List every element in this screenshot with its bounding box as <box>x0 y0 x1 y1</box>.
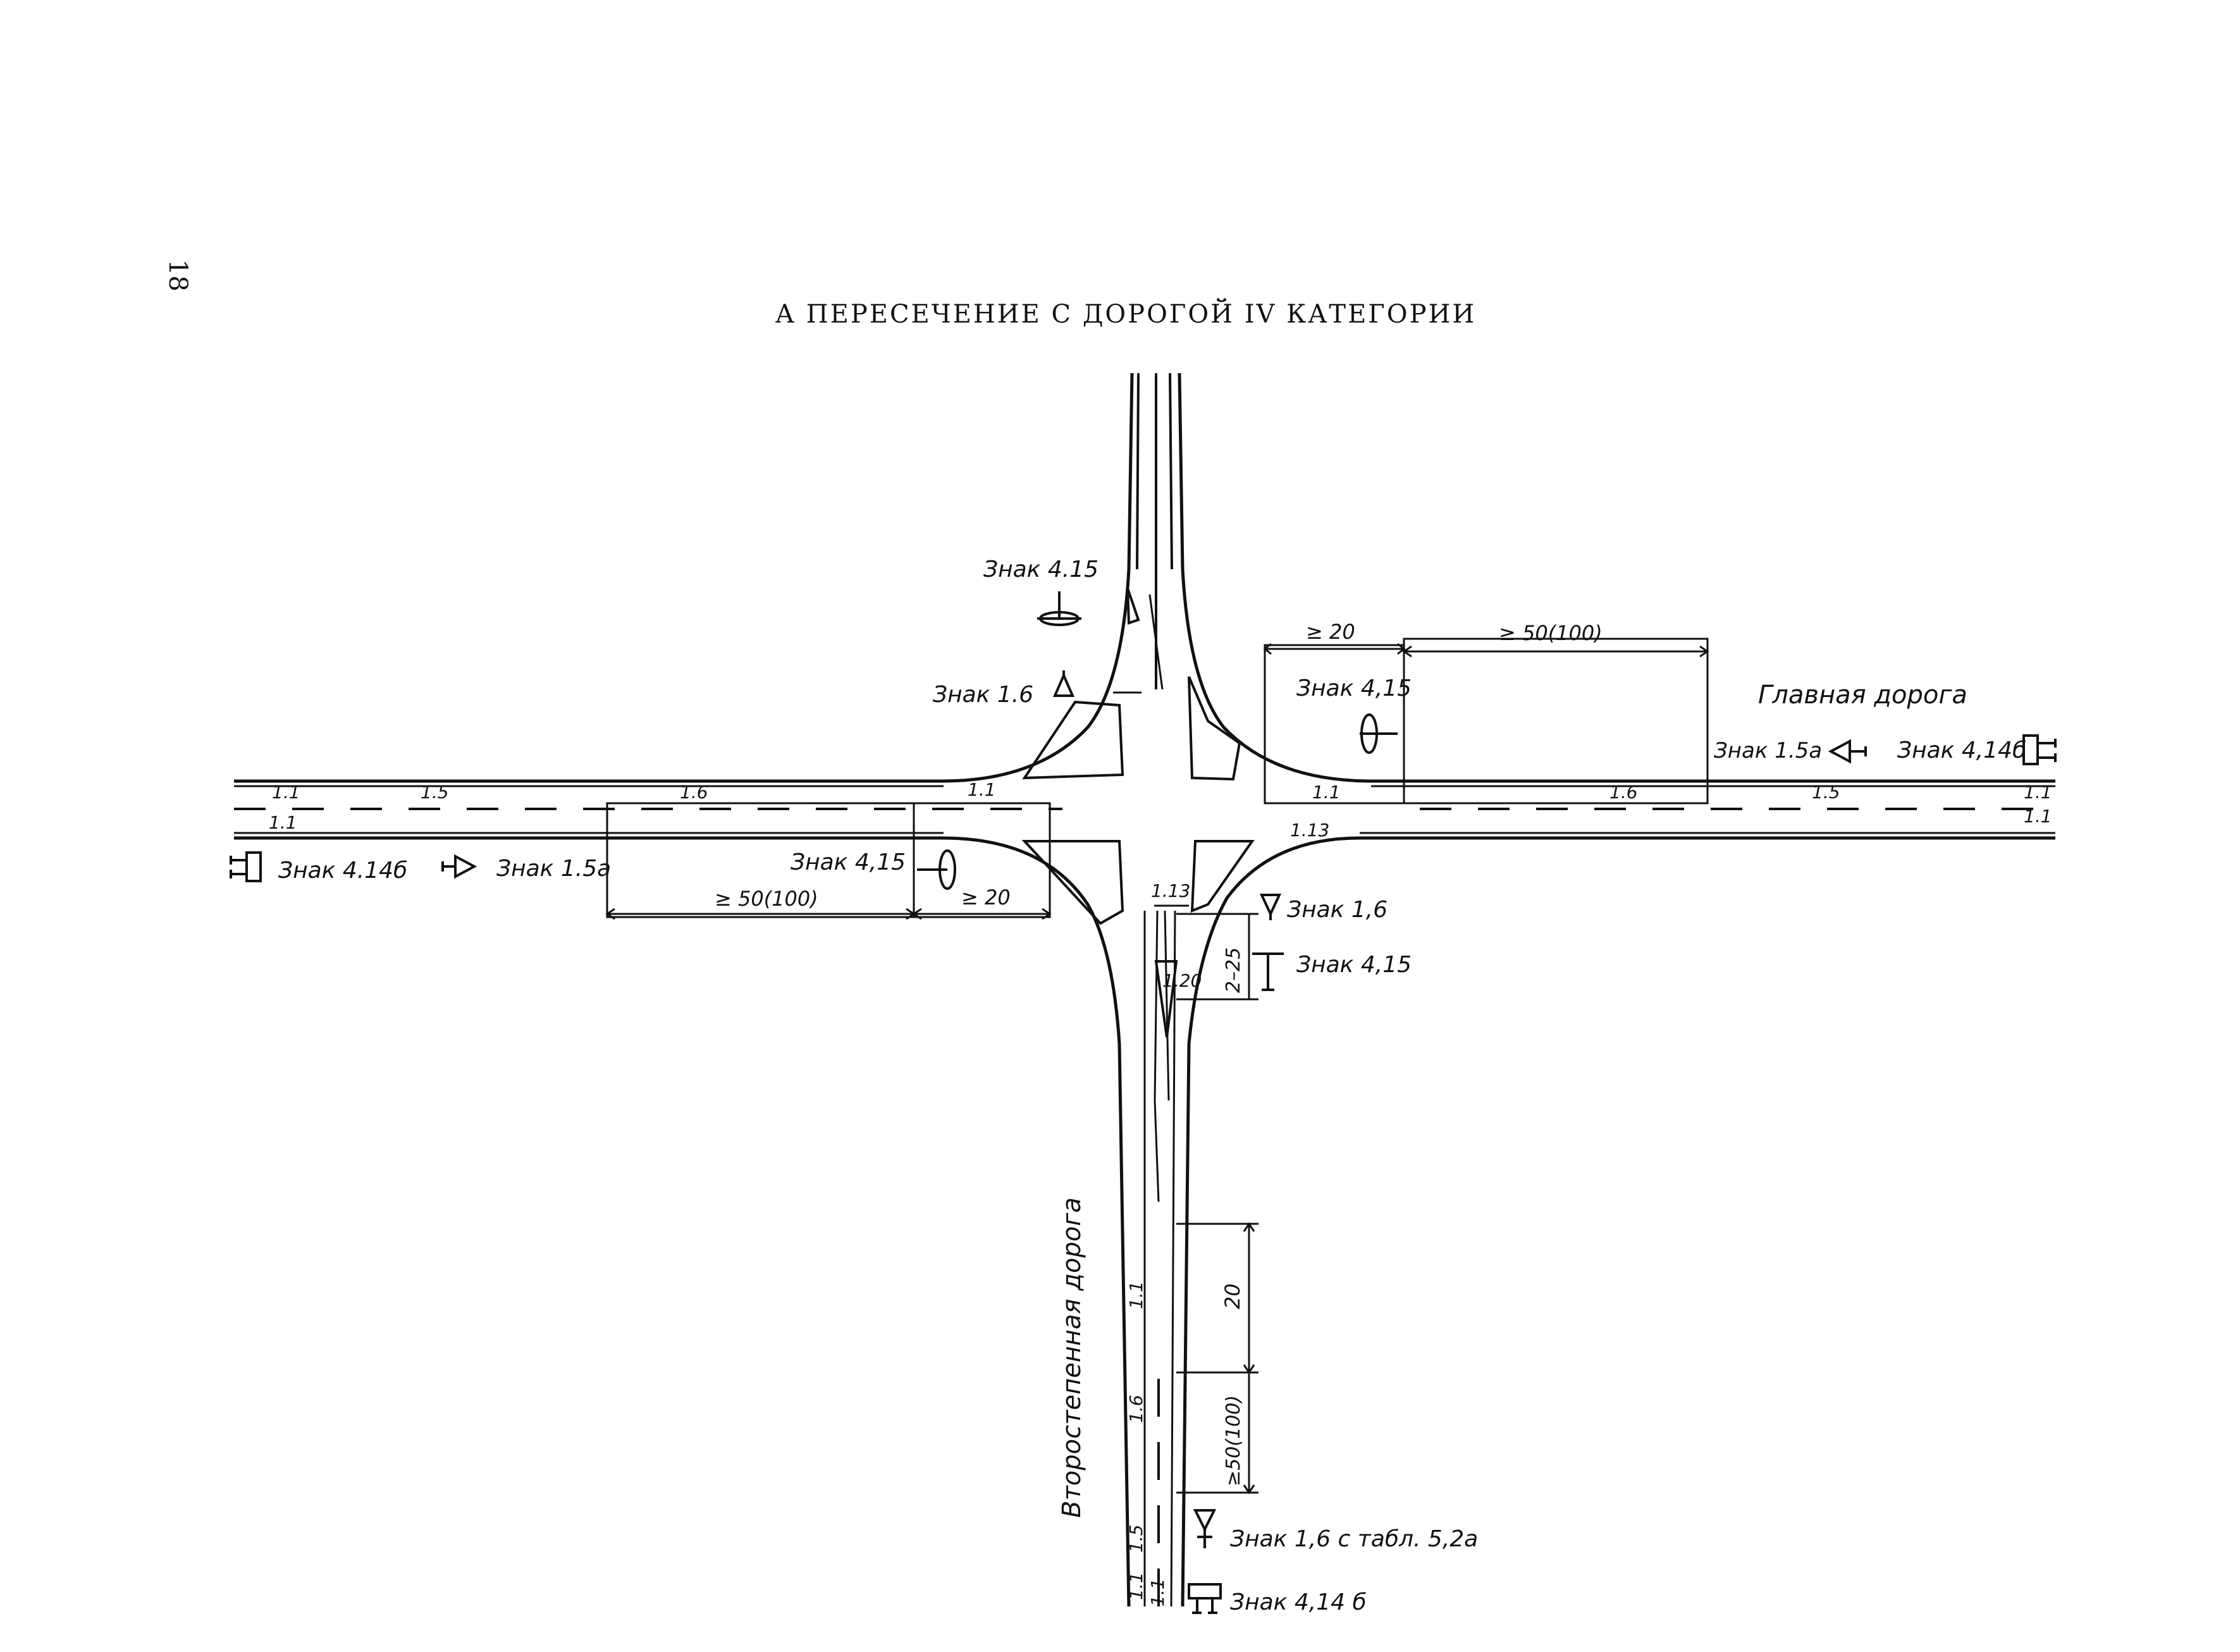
page-number: 18 <box>163 259 192 292</box>
corner-islands <box>1021 676 1255 925</box>
sign-label-left-414b: Знак 4.14б <box>278 858 407 884</box>
marking-label: 1.1 <box>1312 782 1341 803</box>
sign-16-tab-icon <box>1193 1509 1217 1548</box>
sign-label-top-16: Знак 1.6 <box>933 682 1033 708</box>
sign-414b-bottom-icon <box>1188 1583 1222 1614</box>
sign-label-bottom-16: Знак 1,6 <box>1287 897 1388 923</box>
dimension-lines <box>605 638 1709 1495</box>
sign-label-bottom-414b: Знак 4,14 б <box>1230 1589 1367 1615</box>
sign-16-top-icon <box>1052 670 1075 697</box>
sign-15a-left-icon <box>441 854 477 879</box>
sign-415-bottom-icon <box>1252 952 1284 991</box>
sign-15a-right-icon <box>1828 739 1867 764</box>
marking-label: 1.1 <box>2024 806 2052 827</box>
dim-label-v20: 20 <box>1221 1283 1245 1309</box>
sign-label-bottom-16-tab: Знак 1,6 с табл. 5,2а <box>1230 1526 1478 1552</box>
sign-415-right-icon <box>1360 713 1398 754</box>
marking-label: 1.13 <box>1290 820 1329 841</box>
sign-414b-left-icon <box>230 851 262 882</box>
sign-label-bottom-415: Знак 4,15 <box>1296 952 1412 978</box>
sign-16-bottom-icon <box>1259 894 1282 920</box>
sign-415-top-icon <box>1037 591 1081 626</box>
marking-label: 1.6 <box>1126 1395 1147 1423</box>
dim-label-ge50-right: ≥ 50(100) <box>1499 621 1603 645</box>
marking-label: 1.6 <box>680 782 708 803</box>
marking-label: 1.5 <box>421 782 449 803</box>
sign-label-left-415: Знак 4,15 <box>791 849 906 875</box>
marking-label: 1.1 <box>272 782 300 803</box>
sign-symbols <box>230 591 2057 1614</box>
dim-label-ge20-left: ≥ 20 <box>961 885 1011 909</box>
marking-label: 1.20 <box>1162 970 1202 991</box>
marking-label: 1.5 <box>1126 1524 1147 1553</box>
dim-label-ge50-left: ≥ 50(100) <box>715 887 818 911</box>
marking-label: 1.1 <box>968 779 996 800</box>
dim-label-v50: ≥50(100) <box>1222 1395 1245 1486</box>
sign-label-right-414b: Знак 4,14б <box>1897 737 2026 763</box>
marking-label: 1.13 <box>1151 880 1190 901</box>
main-road <box>234 373 2055 1607</box>
secondary-road <box>1126 373 1178 1607</box>
dim-label-ge20-right: ≥ 20 <box>1306 620 1355 644</box>
marking-label: 1.6 <box>1609 782 1638 803</box>
sign-414b-right-icon <box>2022 734 2057 765</box>
marking-label: 1.1 <box>1147 1578 1168 1606</box>
dim-label-range-225: 2–25 <box>1222 947 1245 993</box>
marking-label: 1.1 <box>269 812 297 833</box>
sign-label-left-15a: Знак 1.5а <box>496 856 611 882</box>
sign-label-right-415: Знак 4,15 <box>1296 675 1412 701</box>
secondary-road-label: Второстепенная дорога <box>1057 1197 1086 1518</box>
marking-labels: 1.1 1.5 1.6 1.1 1.1 1.1 1.6 1.5 1.1 1.1 … <box>269 779 2052 1606</box>
marking-label: 1.1 <box>1126 1572 1147 1600</box>
marking-label: 1.1 <box>1126 1281 1147 1309</box>
main-road-label: Главная дорога <box>1758 681 1967 710</box>
sign-label-top-415: Знак 4.15 <box>983 557 1098 583</box>
page-title: А ПЕРЕСЕЧЕНИЕ С ДОРОГОЙ IV КАТЕГОРИИ <box>775 299 1477 329</box>
sign-415-left-icon <box>917 849 956 890</box>
sign-label-right-15a: Знак 1.5а <box>1714 738 1822 763</box>
marking-label: 1.5 <box>1812 782 1840 803</box>
marking-label: 1.1 <box>2024 782 2052 803</box>
